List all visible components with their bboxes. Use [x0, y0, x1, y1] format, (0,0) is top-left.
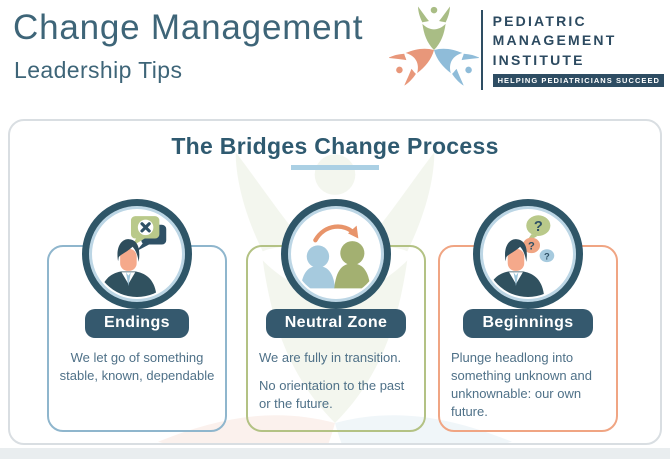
card-title: The Bridges Change Process — [171, 133, 499, 159]
description-paragraph: No orientation to the past or the future… — [259, 377, 405, 411]
svg-text:?: ? — [528, 241, 535, 253]
description-paragraph: We are fully in transition. — [259, 350, 402, 365]
logo-name-line: PEDIATRIC — [492, 13, 587, 30]
stage-label-endings: Endings — [85, 309, 189, 338]
page-title: Change Management — [13, 8, 364, 47]
column-beginnings: ? ? ? Beginnings Plunge headlong into so… — [438, 199, 618, 432]
stage-description-endings: We let go of something stable, known, de… — [49, 349, 225, 385]
stage-description-beginnings: Plunge headlong into something unknown a… — [440, 349, 616, 421]
logo-tagline: HELPING PEDIATRICIANS SUCCEED — [492, 73, 664, 87]
bottom-edge-strip — [0, 448, 670, 459]
svg-text:?: ? — [534, 219, 543, 235]
stage-label-beginnings: Beginnings — [463, 309, 593, 338]
logo-name-line: INSTITUTE — [492, 51, 585, 68]
page-subtitle: Leadership Tips — [14, 57, 183, 83]
pediatric-management-institute-logo: PEDIATRIC MANAGEMENT INSTITUTE HELPING P… — [389, 3, 664, 97]
two-people-transition-arrow-icon — [300, 224, 371, 289]
person-with-dismissed-message-icon — [100, 216, 167, 297]
description-paragraph: Plunge headlong into something unknown a… — [451, 350, 592, 419]
neutral-zone-circle-badge — [281, 199, 391, 309]
stage-label-neutral-zone: Neutral Zone — [265, 309, 407, 338]
beginnings-circle-badge: ? ? ? — [473, 199, 583, 309]
logo-text-block: PEDIATRIC MANAGEMENT INSTITUTE HELPING P… — [492, 12, 664, 88]
description-paragraph: We let go of something stable, known, de… — [59, 350, 215, 383]
pinwheel-logo-icon — [389, 3, 479, 97]
logo-divider — [480, 10, 483, 90]
stage-description-neutral-zone: We are fully in transition. No orientati… — [248, 349, 424, 413]
bridges-process-card: The Bridges Change Process Endings We le… — [8, 119, 662, 445]
logo-name-line: MANAGEMENT — [492, 32, 617, 49]
column-endings: Endings We let go of something stable, k… — [47, 199, 227, 432]
person-with-question-bubbles-icon: ? ? ? — [487, 215, 555, 297]
title-underline — [291, 165, 379, 170]
endings-circle-badge — [82, 199, 192, 309]
svg-text:?: ? — [544, 252, 550, 263]
column-neutral-zone: Neutral Zone We are fully in transition.… — [246, 199, 426, 432]
page-header: Change Management Leadership Tips PEDIAT… — [0, 0, 670, 119]
